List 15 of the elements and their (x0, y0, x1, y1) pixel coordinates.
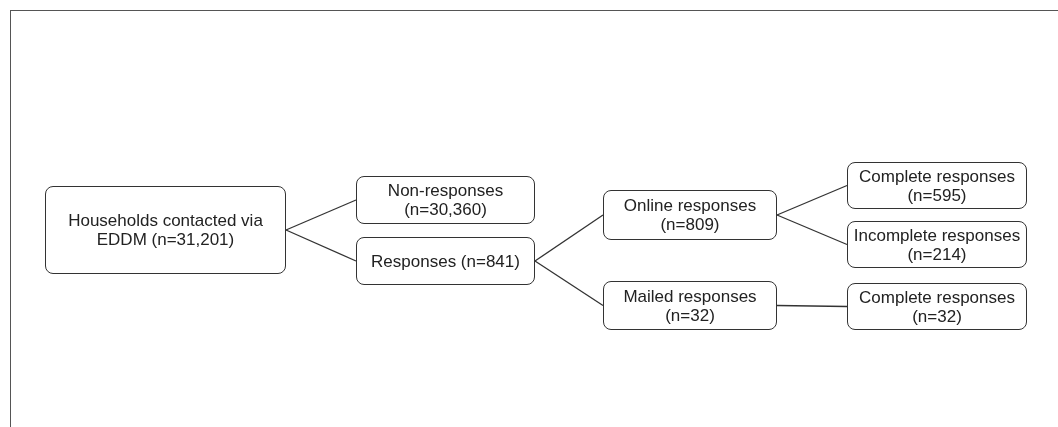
connector-line (534, 260, 604, 307)
process-box: Responses (n=841) (356, 237, 535, 285)
connector-line (776, 184, 848, 216)
connector-line (285, 199, 357, 231)
connector-line (776, 214, 848, 246)
process-box: Households contacted via EDDM (n=31,201) (45, 186, 286, 274)
connector-line (285, 229, 357, 262)
process-box: Complete responses (n=32) (847, 283, 1027, 330)
process-box: Complete responses (n=595) (847, 162, 1027, 209)
process-box: Online responses (n=809) (603, 190, 777, 240)
process-box: Incomplete responses (n=214) (847, 221, 1027, 268)
process-box: Non-responses (n=30,360) (356, 176, 535, 224)
connector-line (534, 214, 604, 262)
connector-line (776, 304, 848, 308)
process-box: Mailed responses (n=32) (603, 281, 777, 330)
